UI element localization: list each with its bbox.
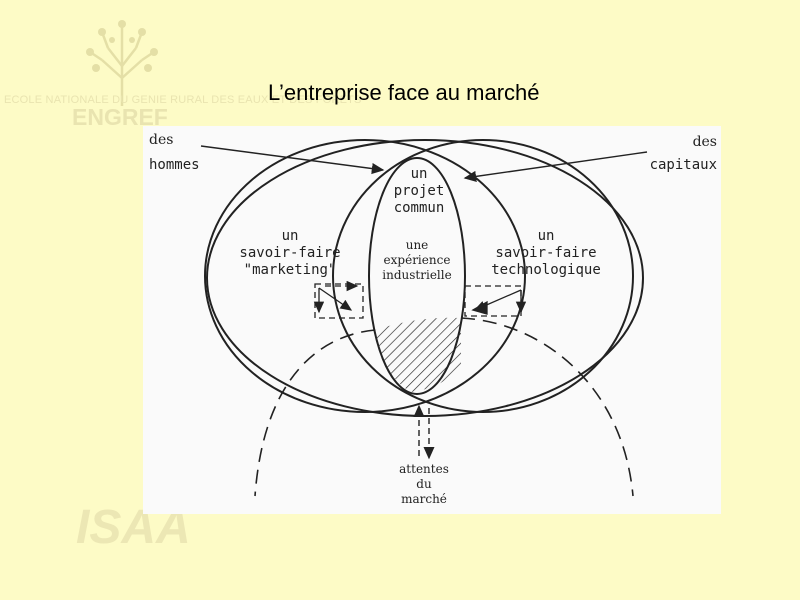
arrow-capitaux: [463, 151, 648, 182]
venn-diagram: [200, 139, 648, 497]
market-circle-left: [254, 329, 376, 497]
marketing-dashed-box: [313, 280, 364, 319]
market-expectation-arrows: [413, 404, 435, 460]
market-circle-right: [460, 317, 634, 497]
engref-watermark: ENGREF: [72, 104, 168, 130]
label-savoir-faire-marketing: un savoir-faire "marketing": [239, 228, 341, 278]
label-des-hommes: des hommes: [149, 132, 200, 173]
experience-lens: [368, 157, 466, 395]
label-experience-industrielle: une expérience industrielle: [382, 238, 452, 282]
marketing-circle: [204, 139, 526, 413]
outer-ellipse: [206, 139, 644, 417]
label-savoir-faire-technologique: un savoir-faire technologique: [491, 228, 601, 278]
arrow-hommes: [200, 145, 385, 175]
tree-logo-icon: [86, 20, 158, 106]
technology-dashed-box: [464, 285, 527, 317]
label-attentes-du-marche: attentes du marché: [399, 462, 449, 506]
technology-circle: [332, 139, 634, 413]
label-projet-commun: un projet commun: [393, 166, 445, 216]
diagram-panel: des hommes des capitaux un projet commun…: [143, 126, 721, 514]
label-des-capitaux: des capitaux: [649, 134, 717, 173]
slide-title: L’entreprise face au marché: [268, 80, 540, 105]
hatched-market-overlap: [375, 317, 461, 392]
